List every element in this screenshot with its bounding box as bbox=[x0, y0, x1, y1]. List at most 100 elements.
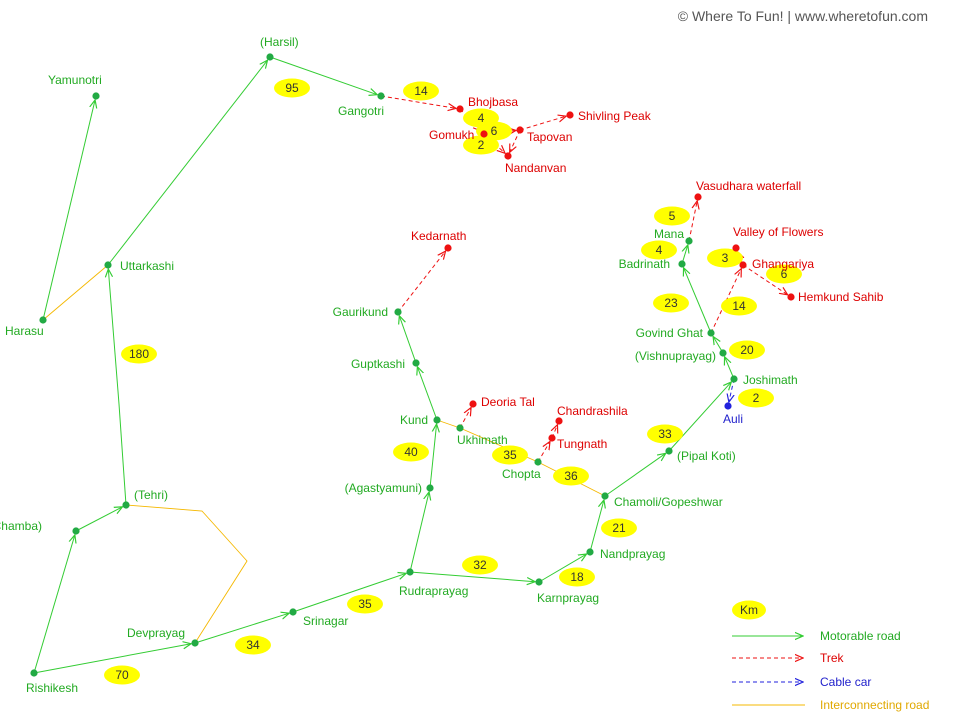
place-marker bbox=[191, 639, 199, 647]
distance-badge: 95 bbox=[274, 78, 310, 98]
place-marker bbox=[469, 400, 477, 408]
place-marker bbox=[586, 548, 594, 556]
route-motorable-kund-guptkashi bbox=[417, 367, 438, 421]
place-vishnuprayag: (Vishnuprayag) bbox=[635, 349, 727, 363]
place-label: Yamunotri bbox=[48, 73, 102, 87]
distance-badge-bg bbox=[559, 567, 595, 587]
legend-km-label: Km bbox=[740, 603, 758, 617]
credit-text: © Where To Fun! | www.wheretofun.com bbox=[678, 8, 928, 24]
place-ukhimath: Ukhimath bbox=[456, 424, 508, 447]
place-marker bbox=[394, 308, 402, 316]
distance-badge: 180 bbox=[121, 344, 157, 364]
place-label: Gangotri bbox=[338, 104, 384, 118]
distance-badge-bg bbox=[653, 293, 689, 313]
distance-badge-bg bbox=[121, 344, 157, 364]
distance-badge-bg bbox=[601, 518, 637, 538]
place-marker bbox=[516, 126, 524, 134]
place-label: Rudraprayag bbox=[399, 584, 468, 598]
route-trek-ukhimath-deoriatal bbox=[459, 408, 471, 429]
route-cable-joshimath-auli bbox=[729, 378, 734, 402]
place-mana: Mana bbox=[654, 227, 693, 245]
distance-label: 6 bbox=[491, 124, 498, 138]
distance-badge: 2 bbox=[463, 135, 499, 155]
distance-label: 18 bbox=[570, 570, 584, 584]
route-motorable-harasu-yamunotri bbox=[42, 100, 95, 321]
place-bhojbasa: Bhojbasa bbox=[456, 95, 518, 113]
place-label: Auli bbox=[723, 412, 743, 426]
place-label: Nandanvan bbox=[505, 161, 566, 175]
place-kund: Kund bbox=[400, 413, 441, 427]
route-motorable-srinagar-rudraprayag bbox=[292, 573, 406, 613]
place-marker bbox=[426, 484, 434, 492]
place-label: Devprayag bbox=[127, 626, 185, 640]
place-marker bbox=[289, 608, 297, 616]
place-marker bbox=[30, 669, 38, 677]
distance-label: 33 bbox=[658, 427, 672, 441]
place-label: Valley of Flowers bbox=[733, 225, 823, 239]
distance-badge: 4 bbox=[641, 240, 677, 260]
distance-badge: 32 bbox=[462, 555, 498, 575]
distance-label: 20 bbox=[740, 343, 754, 357]
place-pipalkoti: (Pipal Koti) bbox=[665, 447, 736, 463]
place-label: (Chamba) bbox=[0, 519, 42, 533]
place-valleyflowers: Valley of Flowers bbox=[732, 225, 823, 252]
distance-badge-bg bbox=[647, 424, 683, 444]
legend-km-bg bbox=[732, 600, 766, 620]
routes-layer bbox=[33, 56, 788, 674]
distance-label: 40 bbox=[404, 445, 418, 459]
distance-badge-bg bbox=[347, 594, 383, 614]
distance-badge: 14 bbox=[403, 81, 439, 101]
place-marker bbox=[412, 359, 420, 367]
distance-label: 4 bbox=[478, 111, 485, 125]
place-shivling: Shivling Peak bbox=[566, 109, 652, 123]
distance-badge-bg bbox=[462, 555, 498, 575]
route-motorable-rishikesh-devprayag bbox=[33, 644, 191, 674]
place-chamba: (Chamba) bbox=[0, 519, 80, 535]
place-guptkashi: Guptkashi bbox=[351, 357, 420, 371]
places-layer: Rishikesh(Chamba)(Tehri)HarasuYamunotriU… bbox=[0, 35, 884, 695]
place-marker bbox=[678, 260, 686, 268]
place-marker bbox=[535, 578, 543, 586]
place-marker bbox=[266, 53, 274, 61]
place-label: (Pipal Koti) bbox=[677, 449, 736, 463]
place-karnprayag: Karnprayag bbox=[535, 578, 599, 605]
place-marker bbox=[685, 237, 693, 245]
place-label: Badrinath bbox=[619, 257, 670, 271]
distance-badge-bg bbox=[707, 248, 743, 268]
distance-label: 2 bbox=[753, 391, 760, 405]
place-chandrashila: Chandrashila bbox=[555, 404, 628, 425]
route-interconnect-devprayag-tehri bbox=[125, 504, 248, 644]
place-marker bbox=[548, 434, 556, 442]
route-motorable-agastyamuni-kund bbox=[429, 424, 437, 489]
distance-badge: 40 bbox=[393, 442, 429, 462]
place-label: Chandrashila bbox=[557, 404, 628, 418]
route-motorable-tehri-uttarkashi bbox=[108, 269, 127, 506]
route-motorable-govindghat-badrinath bbox=[684, 268, 712, 334]
place-marker bbox=[707, 329, 715, 337]
place-marker bbox=[72, 527, 80, 535]
place-label: Gomukh bbox=[429, 128, 474, 142]
place-label: Ghangariya bbox=[752, 257, 814, 271]
place-kedarnath: Kedarnath bbox=[411, 229, 466, 252]
place-label: Uttarkashi bbox=[120, 259, 174, 273]
route-trek-tapovan-shivling bbox=[519, 116, 566, 131]
place-marker bbox=[739, 261, 747, 269]
distance-badge: 20 bbox=[729, 340, 765, 360]
distance-badge: 35 bbox=[492, 445, 528, 465]
place-gaurikund: Gaurikund bbox=[333, 305, 402, 319]
distance-label: 34 bbox=[246, 638, 260, 652]
legend-label-trek: Trek bbox=[820, 651, 845, 665]
place-nandprayag: Nandprayag bbox=[586, 547, 665, 561]
place-label: Guptkashi bbox=[351, 357, 405, 371]
place-label: Tapovan bbox=[527, 130, 572, 144]
route-motorable-pipalkoti-joshimath bbox=[668, 382, 731, 452]
distance-badge: 2 bbox=[738, 388, 774, 408]
place-marker bbox=[456, 424, 464, 432]
distance-badge-bg bbox=[721, 296, 757, 316]
place-tungnath: Tungnath bbox=[548, 434, 607, 451]
place-marker bbox=[92, 92, 100, 100]
legend-label-interconnect: Interconnecting road bbox=[820, 698, 929, 712]
place-badrinath: Badrinath bbox=[619, 257, 686, 271]
distance-badge: 34 bbox=[235, 635, 271, 655]
